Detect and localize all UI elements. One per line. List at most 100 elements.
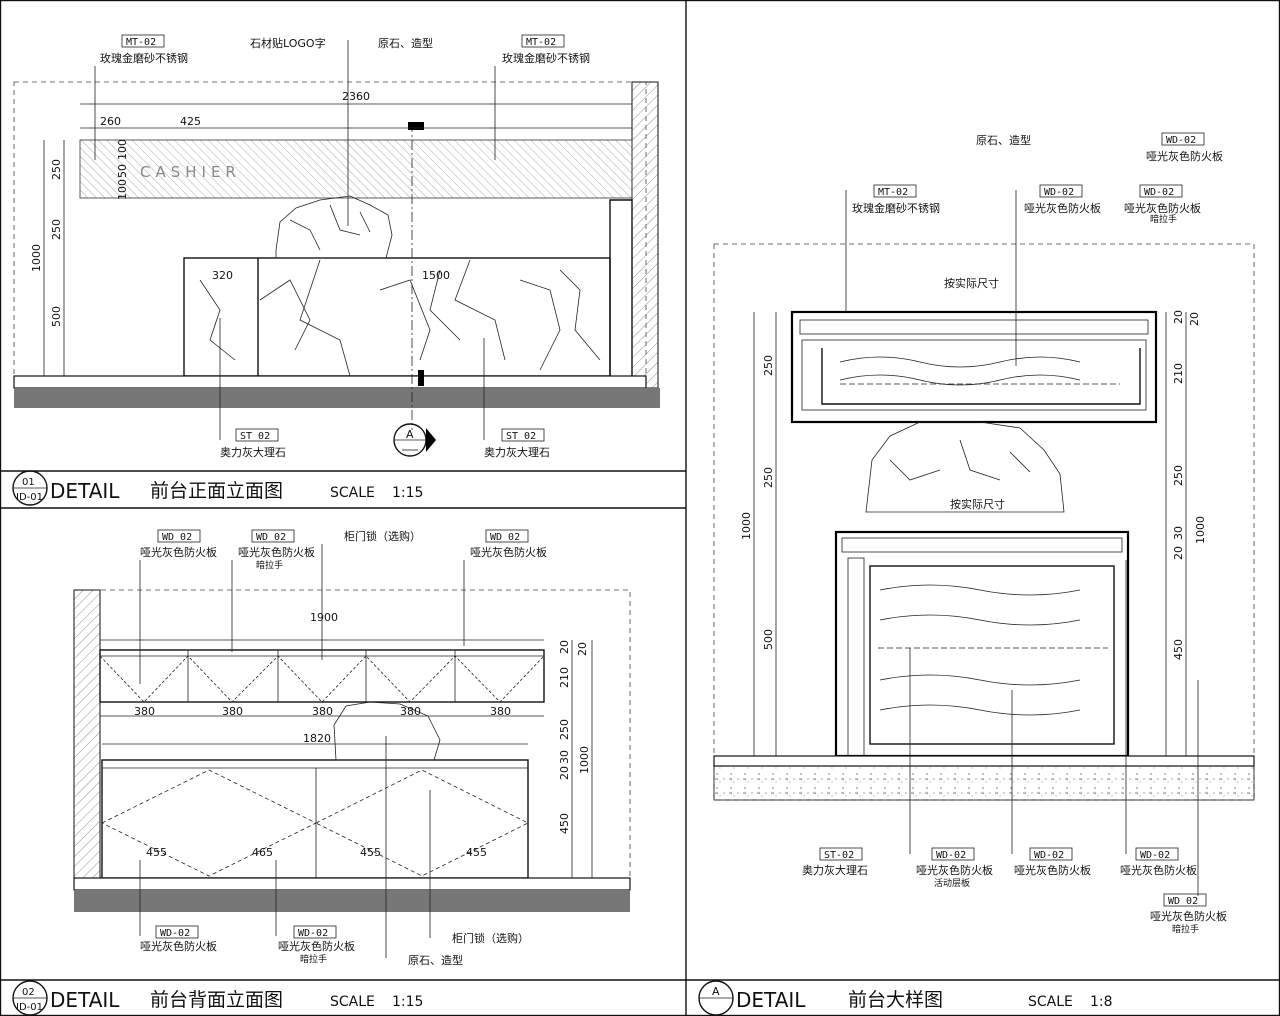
p3-dim-l250a: 250 [762,355,775,376]
p3-dim-r210: 210 [1172,363,1185,384]
p1-dim-v500: 500 [50,306,63,327]
p2-dim-380-1: 380 [134,705,155,718]
p2-dim-1900: 1900 [310,611,338,624]
p2-dim-380-5: 380 [490,705,511,718]
p3-wd02-right-sub: 暗拉手 [1150,213,1177,225]
p3-wd02-b1-text: 哑光灰色防火板 [916,863,993,877]
p1-logo-text: 石材贴LOGO字 [250,36,326,50]
p3-wd02-right-text: 哑光灰色防火板 [1124,201,1201,215]
p2-dim-380-4: 380 [400,705,421,718]
p2-dim-v1000: 1000 [578,746,591,774]
p3-wd02-b3-text: 哑光灰色防火板 [1120,863,1197,877]
p3-floor-slab [713,765,1255,801]
p3-wd02-b4-text: 哑光灰色防火板 [1150,909,1227,923]
p2-wd02-e-text: 哑光灰色防火板 [278,939,355,953]
p2-wd02-b-text: 哑光灰色防火板 [238,545,315,559]
p3-dim-r250: 250 [1172,465,1185,486]
p2-title-ref: ID-01 [16,1002,43,1013]
p1-dim-260: 260 [100,115,121,128]
p2-wd02-d-text: 哑光灰色防火板 [140,939,217,953]
p2-floor-slab [74,890,630,912]
p2-dim-455-1: 455 [146,846,167,859]
p1-title-word: DETAIL [50,479,120,503]
p3-dim-r20c: 20 [1172,546,1185,560]
p3-actual-size-top: 按实际尺寸 [944,276,999,290]
p3-mt02-tag: MT-02 [878,187,908,198]
p2-lower-cabinet [101,759,529,879]
p3-wd02-b1-sub: 活动层板 [934,877,970,889]
p1-back-counter [609,199,633,389]
p1-dim-v100a: 100 [116,139,129,160]
p1-scale-label: SCALE [330,485,375,501]
p2-lock-top: 柜门锁（选购） [344,529,421,543]
p2-title-name: 前台背面立面图 [150,989,283,1011]
p2-scale-label: SCALE [330,994,375,1010]
panel-section-detail: 250 250 1000 500 20 20 210 250 20 30 100… [686,132,1280,1016]
p2-wd02-e-tag: WD-02 [298,928,328,939]
p2-scale-value: 1:15 [392,994,423,1010]
p1-dim-320: 320 [212,269,233,282]
p2-wd02-d-tag: WD-02 [160,928,190,939]
p1-dim-v250a: 250 [50,159,63,180]
p3-mt02-text: 玫瑰金磨砂不锈钢 [852,201,940,215]
p2-dim-455-3: 455 [360,846,381,859]
p3-wd02-b4-sub: 暗拉手 [1172,923,1199,935]
p2-dim-v20c: 20 [558,766,571,780]
p3-wd02-b2-text: 哑光灰色防火板 [1014,863,1091,877]
p1-dim-v1000: 1000 [30,244,43,272]
p1-st02-left-tag: ST 02 [240,431,270,442]
p3-stone-text: 原石、造型 [976,133,1031,147]
p1-right-wall [631,81,659,389]
p1-title-ref: ID-01 [16,492,43,503]
p2-left-wall [73,589,101,891]
p2-dim-455-2: 465 [252,846,273,859]
p3-title-word: DETAIL [736,988,806,1012]
p3-scale-value: 1:8 [1090,994,1113,1010]
p3-wd02-b2-tag: WD-02 [1034,850,1064,861]
p3-wd02-top-tag: WD-02 [1166,135,1196,146]
p3-wd02-b1-tag: WD-02 [936,850,966,861]
p3-dim-r450: 450 [1172,639,1185,660]
p3-upper-box [790,310,1158,424]
p2-dim-v250: 250 [558,719,571,740]
p2-dim-455-4: 455 [466,846,487,859]
p3-wd02-top-text: 哑光灰色防火板 [1146,149,1223,163]
p1-stone-sculpture [275,195,393,259]
p1-title-num: 01 [22,477,35,488]
p3-scale-label: SCALE [1028,994,1073,1010]
p2-stone-sculpture [333,701,441,761]
p2-boundary [73,589,631,891]
p3-wd02-b3-tag: WD-02 [1140,850,1170,861]
p3-dim-l250b: 250 [762,467,775,488]
p1-dim-v100b: 100 [116,179,129,200]
p3-dim-r20a: 20 [1172,310,1185,324]
p1-st02-left-text: 奥力灰大理石 [220,445,286,459]
p2-dim-1820: 1820 [303,732,331,745]
p1-dim-v250b: 250 [50,219,63,240]
p2-dim-v30: 30 [558,750,571,764]
p1-dim-1500: 1500 [422,269,450,282]
p3-actual-size-mid: 按实际尺寸 [950,497,1005,511]
p2-title-word: DETAIL [50,988,120,1012]
p1-cashier-sign: CASHIER [140,163,241,181]
p1-dim-v50: 50 [116,164,129,178]
p3-dim-l500: 500 [762,629,775,650]
p3-title-mark: A [712,985,720,998]
p1-marble-veins [199,259,601,377]
p2-dim-v20b: 20 [576,642,589,656]
p1-st02-right-text: 奥力灰大理石 [484,445,550,459]
p3-dim-r20b: 20 [1188,312,1201,326]
p2-wd02-c-tag: WD 02 [490,532,520,543]
p2-title-num: 02 [22,987,35,998]
p3-st02-tag: ST-02 [824,850,854,861]
p2-dim-v210: 210 [558,667,571,688]
p2-dim-v20a: 20 [558,640,571,654]
p2-dim-380-2: 380 [222,705,243,718]
p3-boundary [713,243,1255,801]
p3-st02-text: 奥力灰大理石 [802,863,868,877]
p2-lock-bottom: 柜门锁（选购） [452,931,529,945]
p2-wd02-b-sub: 暗拉手 [256,559,283,571]
p1-title-name: 前台正面立面图 [150,480,283,502]
p3-dim-l1000: 1000 [740,512,753,540]
p1-dim-2360: 2360 [342,90,370,103]
